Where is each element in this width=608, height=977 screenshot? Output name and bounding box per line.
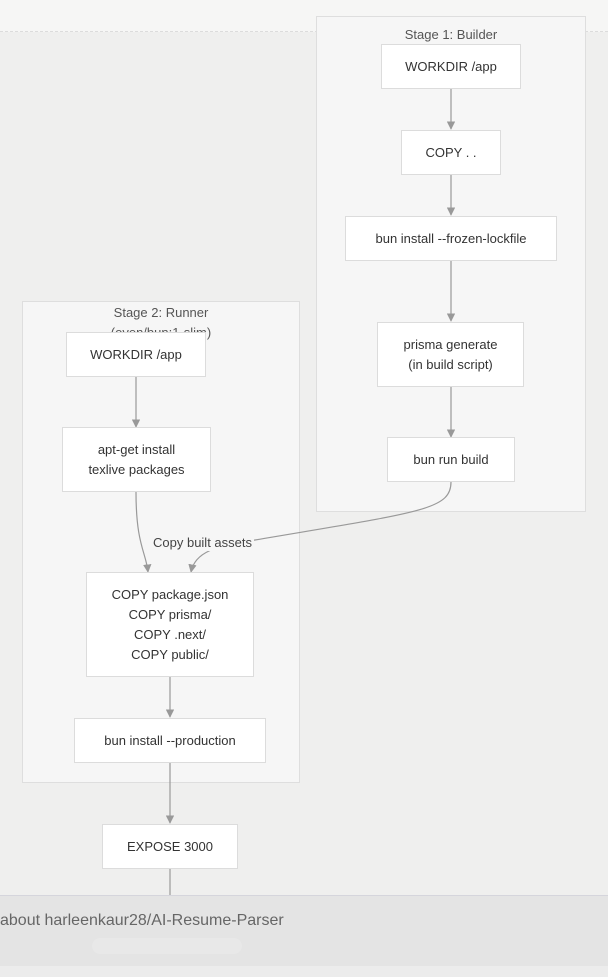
node-runner-apt[interactable]: apt-get install texlive packages [62, 427, 211, 492]
node-builder-copy[interactable]: COPY . . [401, 130, 501, 175]
node-builder-prisma-line1: prisma generate [403, 336, 498, 352]
node-builder-workdir-label: WORKDIR /app [405, 58, 497, 74]
node-runner-copy-line2: COPY prisma/ [128, 606, 212, 622]
node-runner-apt-line1: apt-get install [97, 441, 176, 457]
footer-placeholder-shape [92, 938, 242, 954]
edge-r-apt-copy [135, 491, 152, 573]
footer-bar: about harleenkaur28/AI-Resume-Parser [0, 895, 608, 967]
node-runner-install[interactable]: bun install --production [74, 718, 266, 763]
node-builder-install[interactable]: bun install --frozen-lockfile [345, 216, 557, 261]
bottom-strip [0, 966, 608, 977]
node-runner-copy-line3: COPY .next/ [133, 626, 206, 642]
node-runner-workdir-label: WORKDIR /app [90, 346, 182, 362]
node-builder-build[interactable]: bun run build [387, 437, 515, 482]
node-runner-copy-line4: COPY public/ [131, 646, 209, 662]
node-builder-install-label: bun install --frozen-lockfile [375, 230, 527, 246]
edge-build-to-copy [188, 481, 452, 573]
node-runner-copy[interactable]: COPY package.json COPY prisma/ COPY .nex… [86, 572, 254, 677]
node-runner-copy-line1: COPY package.json [111, 586, 229, 602]
node-runner-apt-line2: texlive packages [88, 461, 185, 477]
node-builder-copy-label: COPY . . [425, 144, 477, 160]
node-builder-prisma[interactable]: prisma generate (in build script) [377, 322, 524, 387]
stage-builder-title: Stage 1: Builder [404, 27, 498, 42]
edge-label-copy-built-assets: Copy built assets [151, 534, 254, 551]
node-expose-label: EXPOSE 3000 [127, 838, 213, 854]
footer-repo-text[interactable]: about harleenkaur28/AI-Resume-Parser [0, 912, 284, 929]
node-expose[interactable]: EXPOSE 3000 [102, 824, 238, 869]
node-builder-build-label: bun run build [413, 451, 489, 467]
stage-runner-title: Stage 2: Runner [113, 305, 209, 320]
node-builder-workdir[interactable]: WORKDIR /app [381, 44, 521, 89]
node-runner-workdir[interactable]: WORKDIR /app [66, 332, 206, 377]
node-builder-prisma-line2: (in build script) [408, 356, 493, 372]
node-runner-install-label: bun install --production [104, 732, 236, 748]
